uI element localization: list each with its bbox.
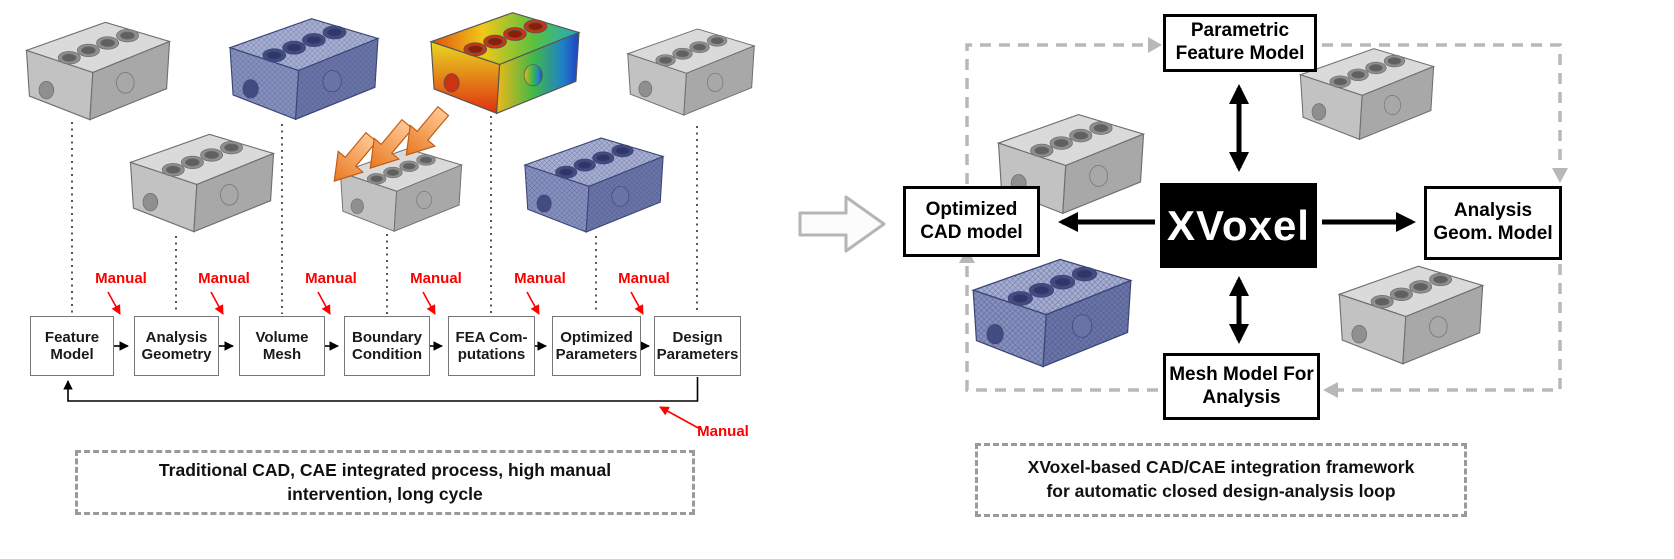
flow-box-feature-model: Feature Model [30,316,114,376]
node-xvoxel: XVoxel [1160,183,1317,268]
node-optimized-cad-model: Optimized CAD model [903,186,1040,257]
cad-model-image [616,12,766,132]
manual-label: Manual [514,270,566,287]
right-panel-caption: XVoxel-based CAD/CAE integration framewo… [975,443,1467,517]
feedback-loop-arrow [63,377,699,402]
flow-box-volume-mesh: Volume Mesh [239,316,325,376]
mesh-model-image [506,128,682,242]
manual-label: Manual [697,423,749,440]
manual-label: Manual [305,270,357,287]
node-mesh-model-for-analysis: Mesh Model For Analysis [1163,353,1320,420]
flow-box-design-parameters: Design Parameters [654,316,741,376]
flow-box-fea-computations: FEA Com-putations [448,316,535,376]
cad-model-image [8,12,188,130]
manual-label: Manual [198,270,250,287]
flow-box-analysis-geometry: Analysis Geometry [134,316,219,376]
manual-label: Manual [95,270,147,287]
node-analysis-geom-model: Analysis Geom. Model [1424,186,1562,260]
mesh-model-image [956,248,1148,378]
node-parametric-feature-model: Parametric Feature Model [1163,14,1317,72]
flow-box-optimized-parameters: Optimized Parameters [552,316,641,376]
cad-model-image [326,140,476,240]
manual-label: Manual [410,270,462,287]
left-panel-caption: Traditional CAD, CAE integrated process,… [75,450,695,515]
panel-transition-arrow-icon [798,195,886,253]
flow-box-boundary-condition: Boundary Condition [344,316,430,376]
fea-result-image [416,2,594,124]
manual-label: Manual [618,270,670,287]
mesh-model-image [212,8,396,130]
cad-model-image [106,124,298,242]
cad-model-image [1326,252,1496,378]
